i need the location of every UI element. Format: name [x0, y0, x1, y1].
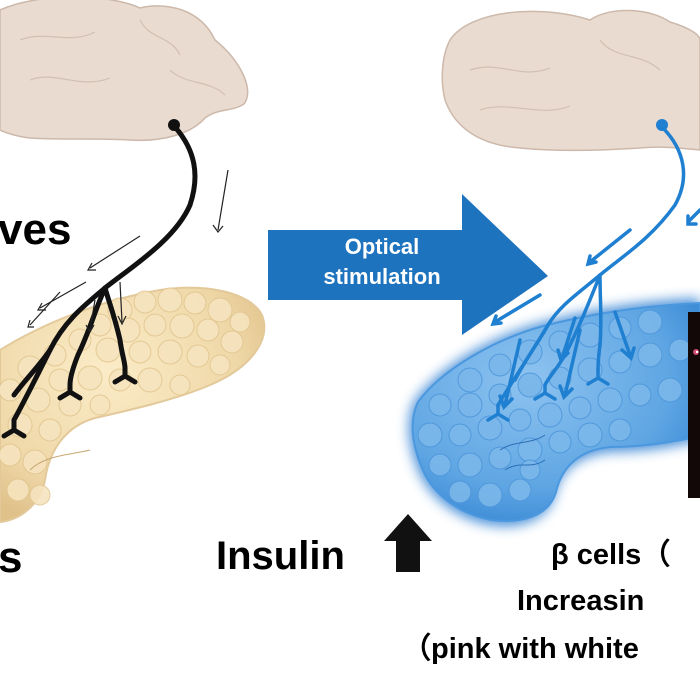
- pink-with-white-label: （pink with white: [402, 633, 639, 665]
- optical-stimulation-label: Optical stimulation: [282, 232, 482, 292]
- beta-cell-micrograph: [688, 312, 700, 498]
- insulin-up-arrow: [384, 514, 432, 572]
- optical-label-line2: stimulation: [323, 264, 441, 289]
- nerve-fibers-left: [1, 124, 198, 439]
- insulin-label: Insulin: [216, 534, 345, 578]
- brain-right: [441, 9, 700, 152]
- optical-label-line1: Optical: [344, 234, 420, 259]
- pancreas-right: [408, 298, 700, 527]
- pancreas-label: s: [0, 533, 23, 582]
- optical-stimulation-arrow: [268, 194, 548, 335]
- increasing-label: Increasin: [517, 585, 645, 617]
- signal-arrows-right: [490, 208, 700, 411]
- signal-arrows-left: [27, 169, 229, 334]
- pancreas-left: [0, 286, 266, 524]
- nerves-label: ves: [0, 205, 72, 254]
- beta-cells-label: β cells（: [551, 539, 671, 571]
- brain-left: [0, 0, 249, 142]
